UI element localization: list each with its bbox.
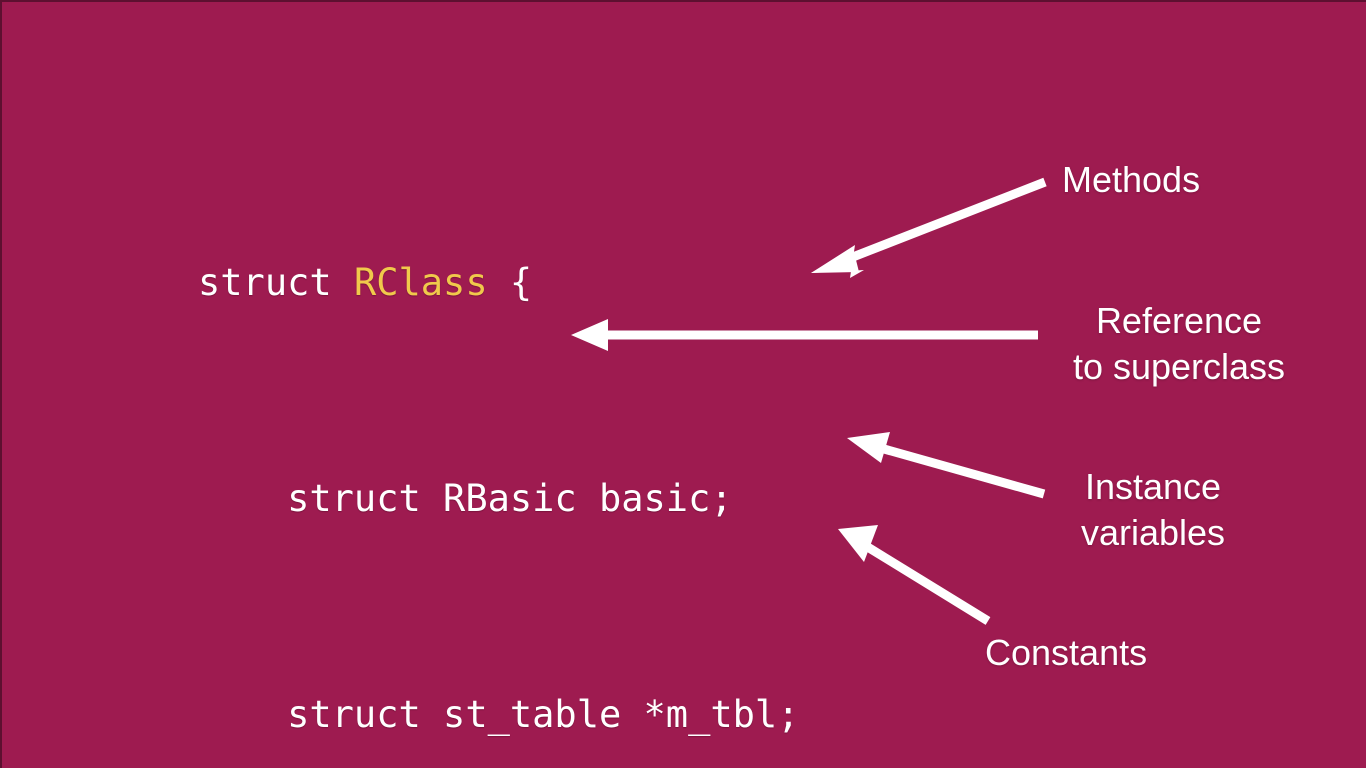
annotation-label-instance-variables: Instance variables bbox=[1080, 466, 1226, 553]
code-indent bbox=[198, 693, 287, 736]
code-token-struct-keyword: struct bbox=[198, 261, 354, 304]
annotation-label-constants: Constants bbox=[985, 632, 1148, 673]
code-block: struct RClass { struct RBasic basic; str… bbox=[198, 148, 955, 768]
annotation-label-superclass: Reference to superclass bbox=[1072, 300, 1286, 387]
code-line-2: struct RBasic basic; bbox=[198, 472, 955, 526]
code-line-3: struct st_table *m_tbl; bbox=[198, 688, 955, 742]
code-indent bbox=[198, 477, 287, 520]
code-line-1: struct RClass { bbox=[198, 256, 955, 310]
code-field-basic: struct RBasic basic; bbox=[287, 477, 733, 520]
code-token-open-brace: { bbox=[487, 261, 533, 304]
code-token-rclass-typename: RClass bbox=[353, 261, 488, 304]
code-field-m-tbl: struct st_table *m_tbl; bbox=[287, 693, 800, 736]
annotation-label-methods: Methods bbox=[1062, 159, 1201, 200]
